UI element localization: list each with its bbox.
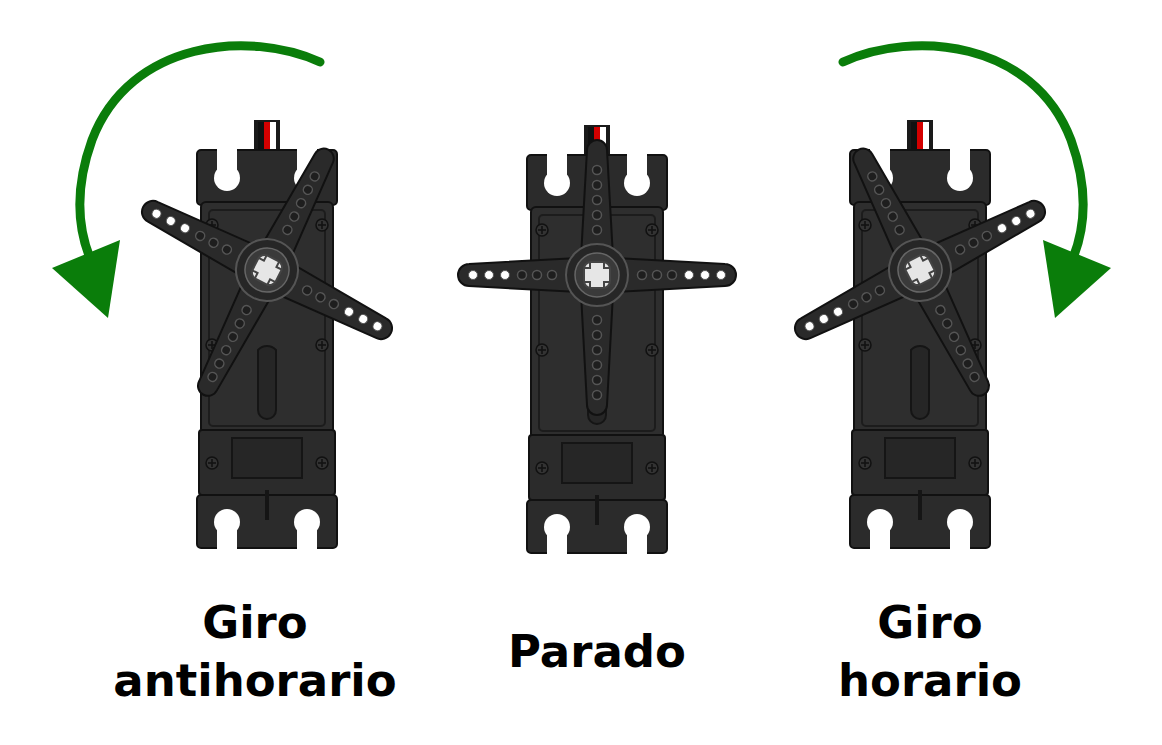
arrow-head	[1043, 240, 1111, 318]
state-label: Giro horario	[838, 594, 1022, 711]
servo-horn	[735, 87, 1108, 458]
servo-horn	[458, 140, 736, 415]
arrow-head	[52, 240, 120, 318]
state-label: Parado	[508, 623, 686, 682]
state-label: Giro antihorario	[113, 594, 396, 711]
servo-horn	[80, 87, 453, 458]
